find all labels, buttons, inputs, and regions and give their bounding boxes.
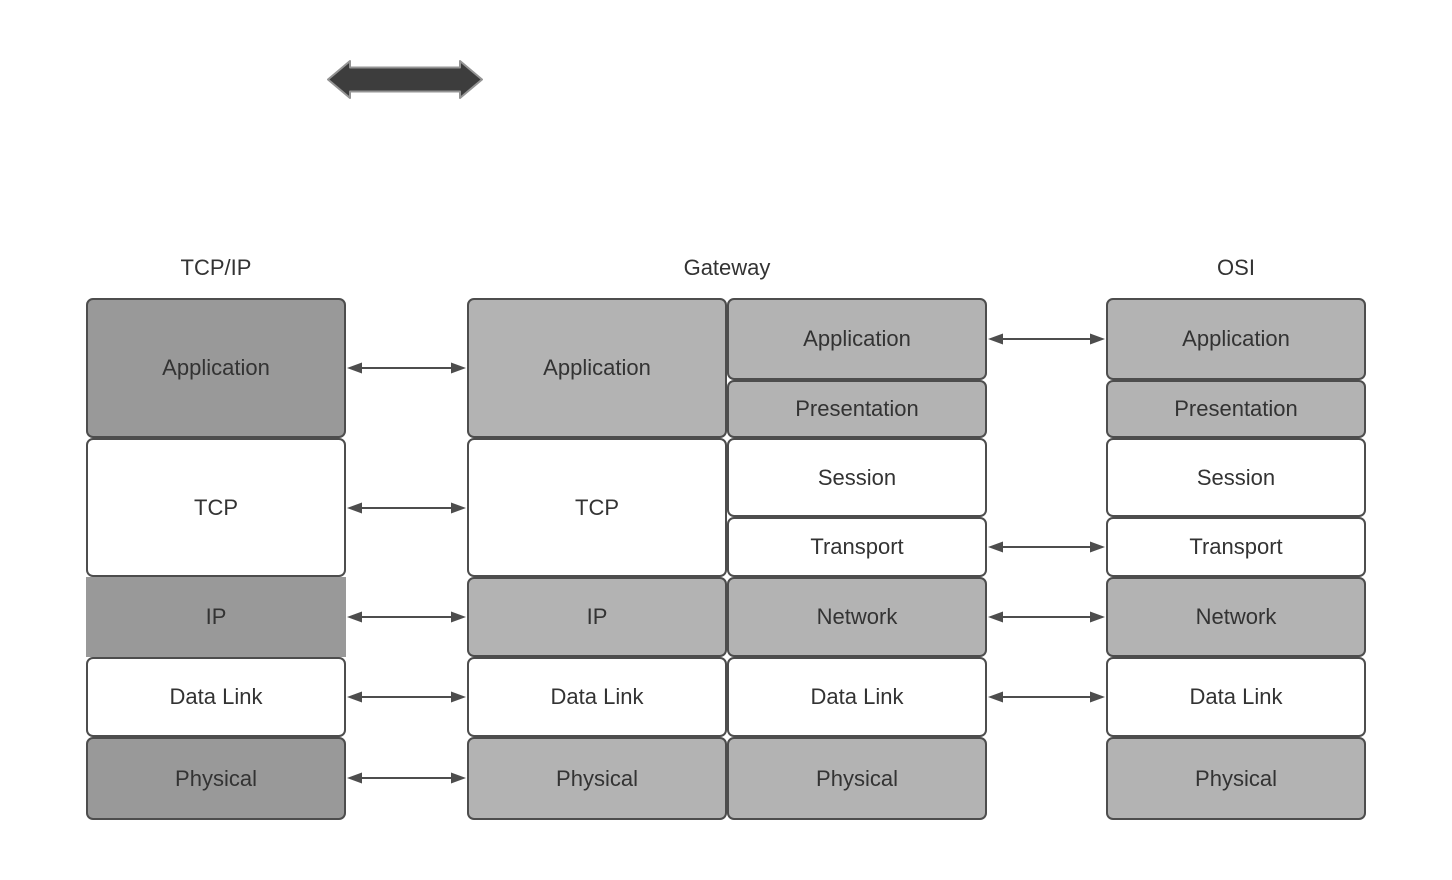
tcpip-layer-ip: IP [86,577,346,657]
osi-layer-physical: Physical [1106,737,1366,820]
tcpip-layer-application: Application [86,298,346,438]
gateway-osi-arrow-network [987,608,1106,626]
tcpip-gateway-arrow-tcp [346,499,467,517]
gateway-left-layer-ip: IP [467,577,727,657]
gateway-osi-arrow-application [987,330,1106,348]
tcpip-stack: Application TCP IP Data Link Physical [86,298,346,820]
osi-layer-presentation: Presentation [1106,380,1366,438]
tcpip-gateway-arrow-data-link [346,688,467,706]
tcpip-gateway-arrow-ip [346,608,467,626]
osi-layer-network: Network [1106,577,1366,657]
gateway-right-layer-presentation: Presentation [727,380,987,438]
gateway-osi-arrow-transport [987,538,1106,556]
gateway-right-layer-session: Session [727,438,987,517]
osi-layer-application: Application [1106,298,1366,380]
osi-stack: Application Presentation Session Transpo… [1106,298,1366,820]
tcpip-layer-physical: Physical [86,737,346,820]
gateway-right-layer-physical: Physical [727,737,987,820]
gateway-left-layer-application: Application [467,298,727,438]
osi-layer-session: Session [1106,438,1366,517]
tcpip-layer-data-link: Data Link [86,657,346,737]
gateway-right-layer-transport: Transport [727,517,987,577]
gateway-left-stack: Application TCP IP Data Link Physical [467,298,727,820]
gateway-right-stack: Application Presentation Session Transpo… [727,298,987,820]
tcpip-layer-tcp: TCP [86,438,346,577]
gateway-right-layer-network: Network [727,577,987,657]
osi-layer-transport: Transport [1106,517,1366,577]
gateway-left-layer-data-link: Data Link [467,657,727,737]
tcpip-gateway-arrow-application [346,359,467,377]
gateway-left-layer-tcp: TCP [467,438,727,577]
osi-column-header: OSI [1217,255,1255,280]
osi-layer-data-link: Data Link [1106,657,1366,737]
tcpip-column-header: TCP/IP [180,255,252,280]
gateway-left-layer-physical: Physical [467,737,727,820]
thick-double-arrow-icon [326,59,484,100]
gateway-right-layer-data-link: Data Link [727,657,987,737]
tcpip-gateway-arrow-physical [346,769,467,787]
gateway-right-layer-application: Application [727,298,987,380]
gateway-osi-arrow-data-link [987,688,1106,706]
gateway-column-header: Gateway [683,255,771,280]
